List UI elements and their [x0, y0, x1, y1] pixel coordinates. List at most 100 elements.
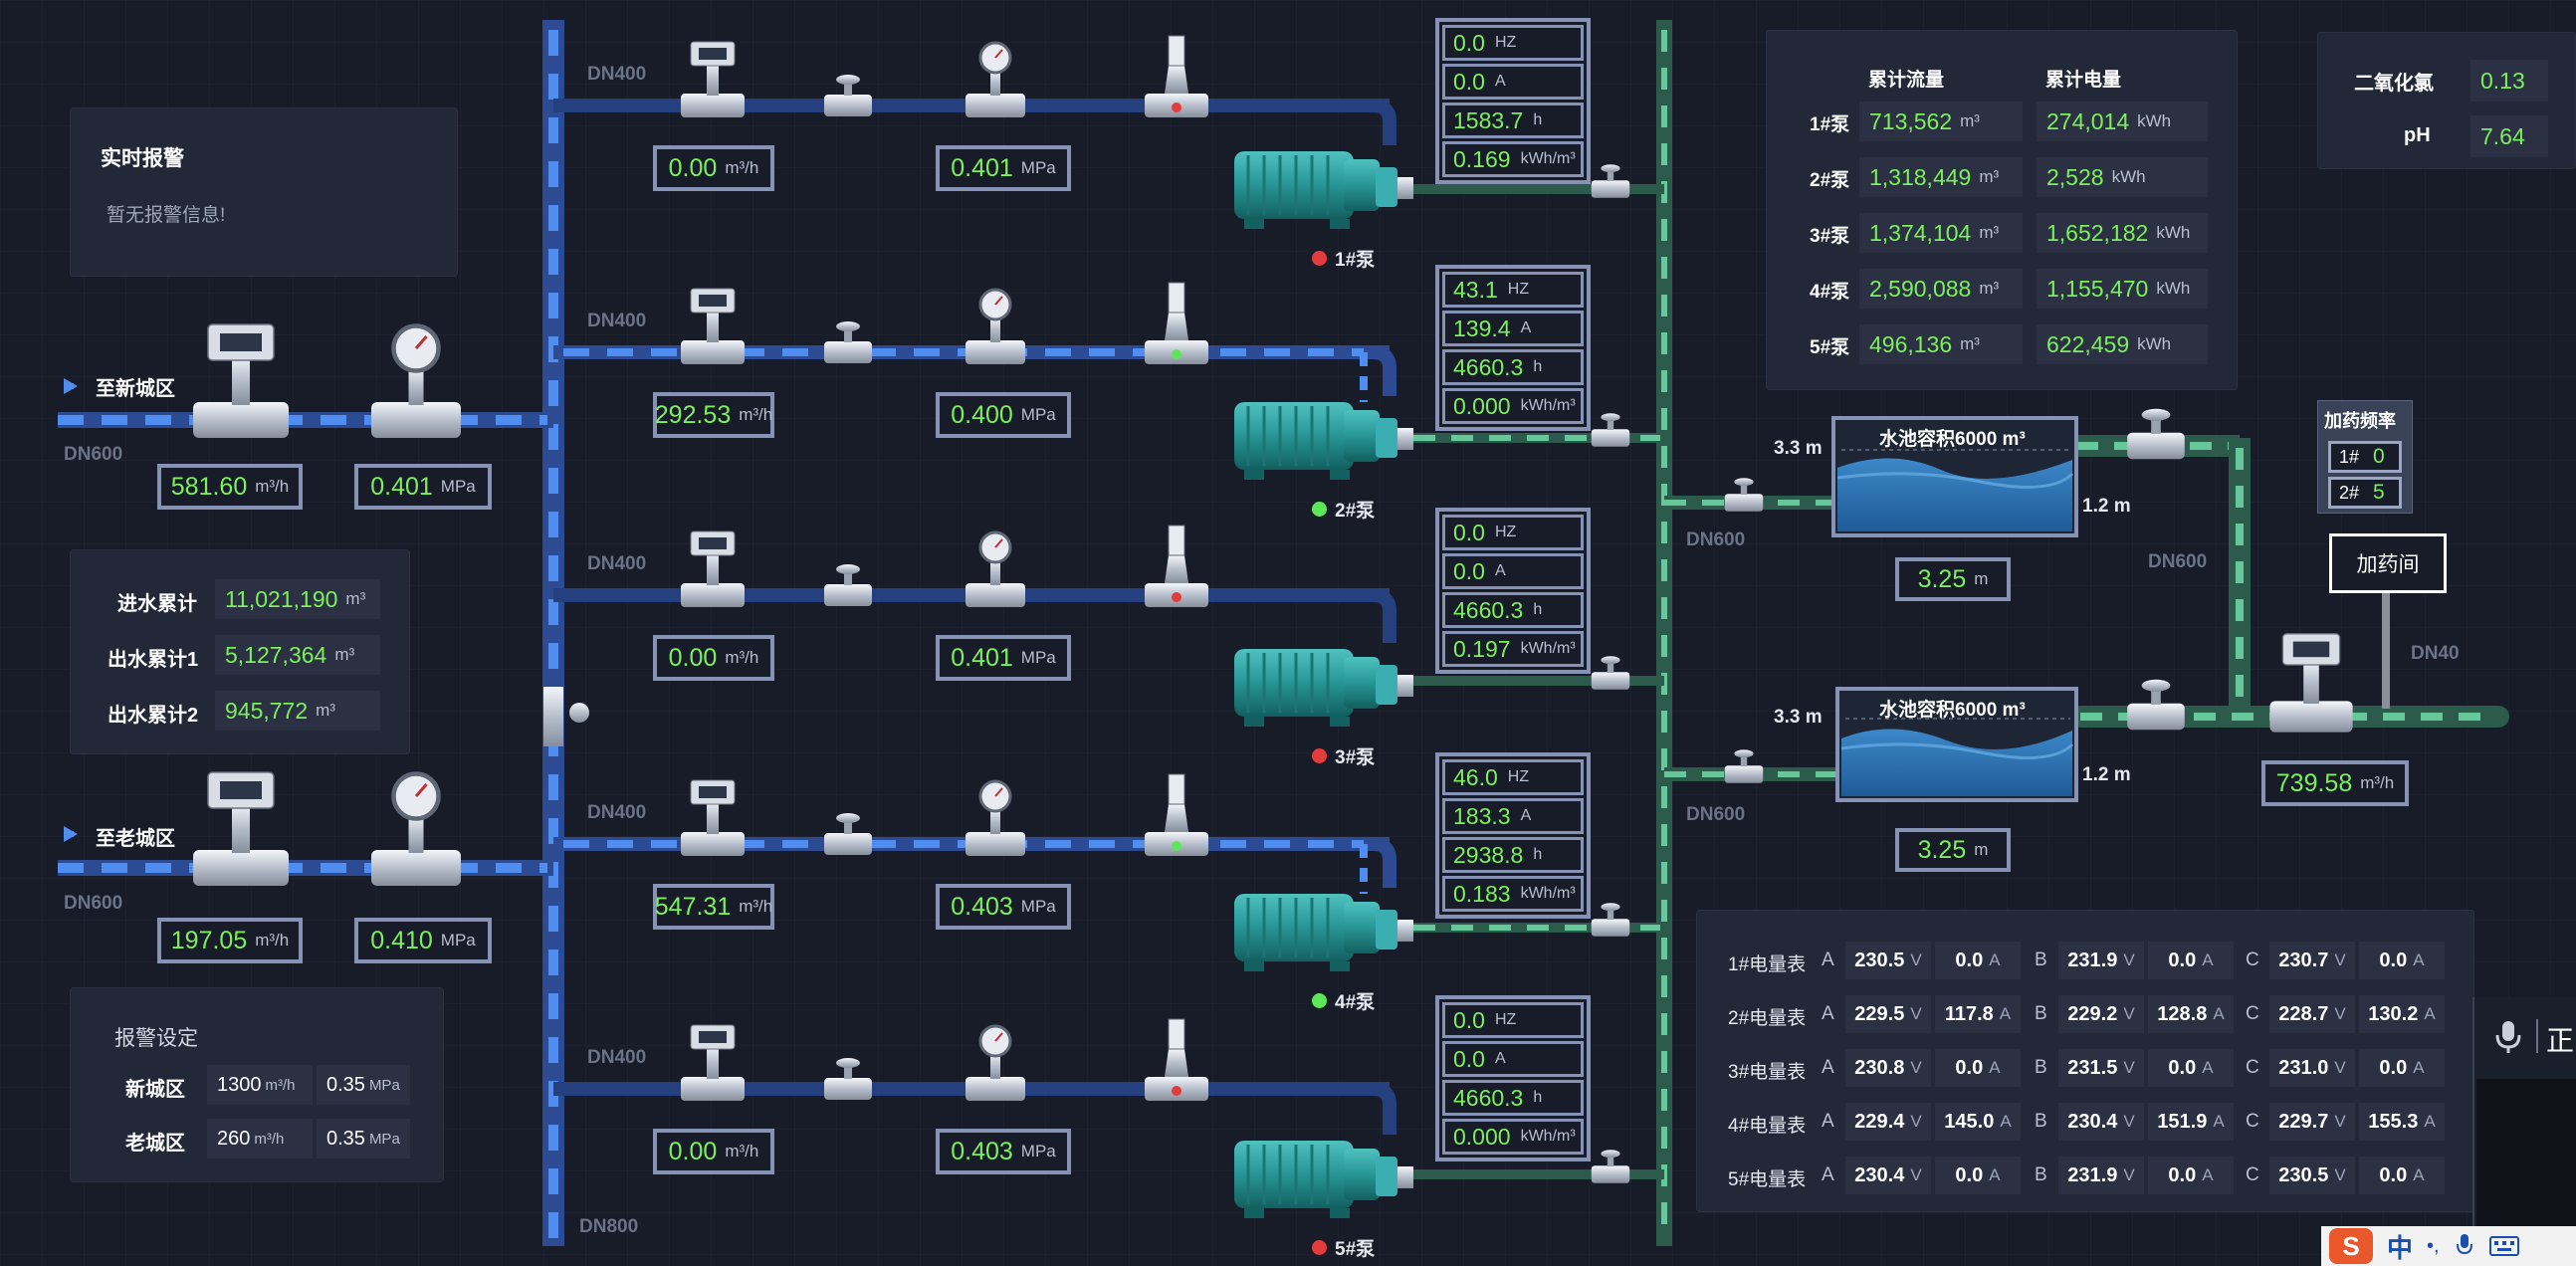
pump-motor-icon	[1234, 894, 1413, 971]
alarm-settings-title: 报警设定	[114, 1027, 198, 1050]
pump-label[interactable]: 4#泵	[1312, 987, 1375, 1014]
valve-icon	[2127, 679, 2185, 731]
valve-icon	[1724, 478, 1764, 512]
valve-icon	[824, 75, 872, 116]
phase-label: C	[2246, 1003, 2259, 1024]
pump-label[interactable]: 5#泵	[1312, 1234, 1375, 1261]
col-flow-header: 累计流量	[1868, 70, 1945, 91]
meter-label: 2#电量表	[1728, 1008, 1807, 1029]
phase-label: C	[2246, 1164, 2259, 1185]
main-dn-label: DN800	[579, 1216, 639, 1237]
keyboard-icon[interactable]	[2488, 1234, 2519, 1258]
meter-label: 5#电量表	[1728, 1169, 1807, 1190]
microphone-icon[interactable]	[2454, 1231, 2475, 1261]
phase-label: B	[2035, 1057, 2047, 1078]
pump-cumulative-label: 1#泵	[1810, 114, 1850, 135]
pump-label[interactable]: 2#泵	[1312, 496, 1375, 523]
punctuation-icon[interactable]: •,	[2427, 1234, 2440, 1257]
phase-label: C	[2246, 1111, 2259, 1132]
pump-label[interactable]: 1#泵	[1312, 245, 1375, 272]
pump-cumulative-label: 5#泵	[1810, 337, 1850, 358]
microphone-icon[interactable]	[2488, 1017, 2528, 1057]
tank-low-level: 1.2 m	[2082, 764, 2131, 785]
pump-cumulative-label: 2#泵	[1810, 170, 1850, 191]
sogou-logo-icon[interactable]: S	[2329, 1228, 2373, 1264]
pump-cumulative-label: 4#泵	[1810, 282, 1850, 303]
pressure-gauge-icon	[966, 288, 1025, 364]
inlet-dn-new: DN600	[64, 444, 123, 465]
pump-motor-icon	[1234, 649, 1413, 727]
dosing-panel: 加药频率 1#0 2#5	[2317, 400, 2413, 514]
pressure-gauge-icon	[966, 1024, 1025, 1101]
ime-text: 正	[2546, 1025, 2575, 1056]
alarm-title: 实时报警	[101, 147, 184, 170]
phase-label: A	[1822, 950, 1834, 970]
ph-label: pH	[2404, 124, 2431, 146]
flowmeter-icon	[681, 41, 745, 117]
inlet-dn-old: DN600	[64, 893, 123, 914]
tank-2	[1835, 687, 2078, 802]
phase-label: B	[2035, 950, 2047, 970]
pump-cumulative-label: 3#泵	[1810, 226, 1850, 247]
chlorine-value: 0.13	[2470, 60, 2548, 102]
phase-label: A	[1822, 1164, 1834, 1185]
control-valve-icon	[1145, 773, 1208, 856]
dosing-row-2: 2#5	[2328, 477, 2402, 509]
dosing-room-button[interactable]: 加药间	[2329, 533, 2447, 593]
control-valve-icon	[1145, 1018, 1208, 1101]
tank-top-level: 3.3 m	[1774, 707, 1823, 728]
pump-motor-icon	[1234, 151, 1413, 229]
pressure-gauge-icon	[966, 779, 1025, 856]
control-valve-icon	[1145, 35, 1208, 117]
meter-label: 3#电量表	[1728, 1062, 1807, 1083]
branch-dn-label: DN400	[587, 1047, 647, 1068]
valve-icon	[1591, 1150, 1630, 1183]
valve-icon	[824, 1058, 872, 1100]
ime-mode-text[interactable]: 中	[2387, 1232, 2414, 1263]
pressure-gauge-icon	[966, 41, 1025, 117]
flowmeter-icon	[2269, 633, 2353, 733]
flowmeter-icon	[681, 288, 745, 364]
alarm-message: 暂无报警信息!	[107, 205, 226, 226]
phase-label: B	[2035, 1003, 2047, 1024]
valve-icon	[1591, 656, 1630, 690]
pump-label[interactable]: 3#泵	[1312, 742, 1375, 769]
tank-top-level: 3.3 m	[1774, 438, 1823, 459]
